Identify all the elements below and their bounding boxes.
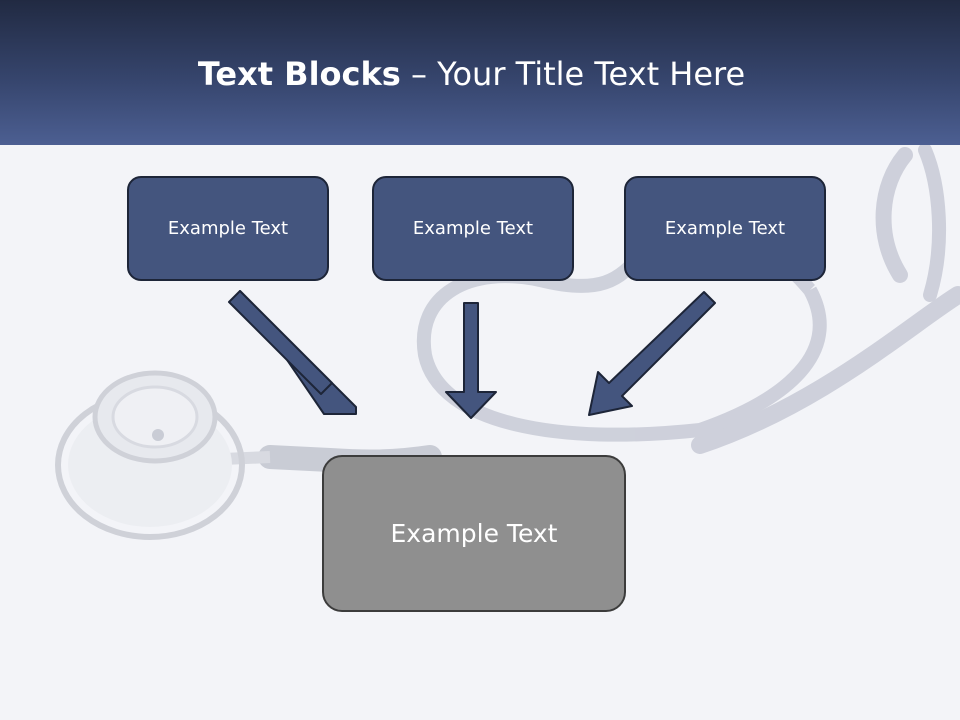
title-dash: –	[400, 55, 438, 93]
text-block-middle-label: Example Text	[412, 218, 534, 239]
title-rest-part: Your Title Text Here	[437, 55, 746, 93]
text-block-middle: Example Text	[372, 176, 574, 281]
result-block-label: Example Text	[390, 519, 558, 548]
title-bar	[0, 0, 960, 145]
title-bold-part: Text Blocks	[197, 55, 401, 93]
arrow-down-icon	[445, 302, 497, 419]
result-block: Example Text	[322, 455, 626, 612]
text-block-left: Example Text	[127, 176, 329, 281]
text-block-right: Example Text	[624, 176, 826, 281]
arrow-down-left-icon	[588, 291, 716, 416]
page-title: Text Blocks – Your Title Text Here	[0, 55, 943, 93]
arrow-down-right-icon-shaft	[228, 290, 333, 395]
text-block-left-label: Example Text	[167, 218, 289, 239]
text-block-right-label: Example Text	[664, 218, 786, 239]
